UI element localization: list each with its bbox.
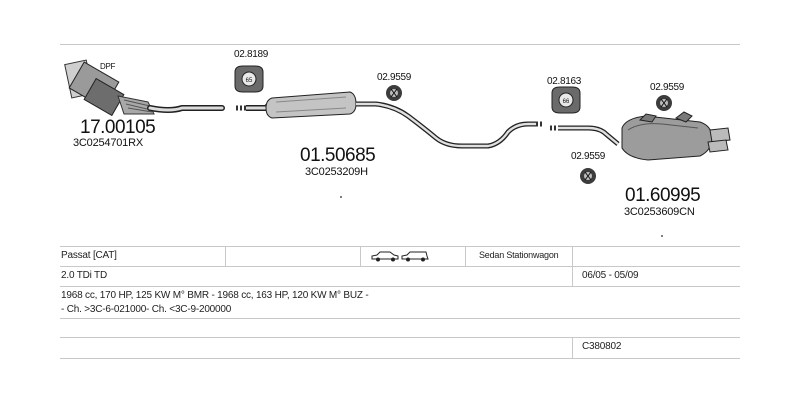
production-years: 06/05 - 05/09	[582, 270, 639, 281]
table-rule	[60, 358, 740, 359]
oem-number-dpf: 3C0254701RX	[73, 137, 143, 149]
table-divider	[572, 337, 573, 358]
clamp-icon	[580, 168, 596, 184]
chassis-range: - Ch. >3C-6-021000- Ch. <3C-9-200000	[61, 304, 232, 315]
table-divider	[225, 246, 226, 266]
rubber-hanger-icon: 65	[234, 65, 264, 93]
dpf-label: DPF	[100, 62, 116, 71]
fitting-code-clamp2: 02.9559	[650, 82, 685, 93]
engine-type: 2.0 TDi TD	[61, 270, 107, 281]
oem-number-rear-muffler: 3C0253609CN	[624, 206, 695, 218]
fitting-code-clamp1: 02.9559	[377, 72, 412, 83]
table-divider	[465, 246, 466, 266]
table-rule	[60, 266, 740, 267]
table-rule	[60, 246, 740, 247]
sedan-car-icon	[371, 251, 399, 262]
part-number-front-muffler: 01.50685	[300, 145, 376, 166]
svg-text:66: 66	[563, 99, 570, 105]
front-muffler-assembly	[236, 91, 542, 149]
table-divider	[360, 246, 361, 266]
clamp-icon	[386, 85, 402, 101]
fitting-code-hanger2: 02.8163	[547, 76, 582, 87]
table-rule	[60, 337, 740, 338]
part-number-rear-muffler: 01.60995	[625, 185, 701, 206]
oem-number-front-muffler: 3C0253209H	[305, 166, 368, 178]
vehicle-model: Passat [CAT]	[61, 250, 117, 261]
body-type-icons	[371, 251, 429, 262]
table-rule	[60, 286, 740, 287]
engine-specs: 1968 cc, 170 HP, 125 KW M° BMR - 1968 cc…	[61, 290, 369, 301]
table-divider	[572, 246, 573, 286]
catalog-code: C380802	[582, 341, 622, 352]
exhaust-diagram: 65 66	[64, 59, 731, 237]
rubber-hanger-icon: 66	[551, 86, 581, 114]
body-types: Sedan Stationwagon	[479, 250, 559, 260]
dpf-unit	[64, 59, 225, 117]
table-rule	[60, 318, 740, 319]
svg-text:65: 65	[246, 78, 253, 84]
stationwagon-car-icon	[401, 251, 429, 262]
fitting-code-clamp3: 02.9559	[571, 151, 606, 162]
clamp-icon	[656, 95, 672, 111]
fitting-code-hanger1: 02.8189	[234, 49, 269, 60]
rear-muffler-assembly	[550, 111, 731, 161]
part-number-dpf: 17.00105	[80, 117, 156, 138]
top-rule	[60, 44, 740, 45]
